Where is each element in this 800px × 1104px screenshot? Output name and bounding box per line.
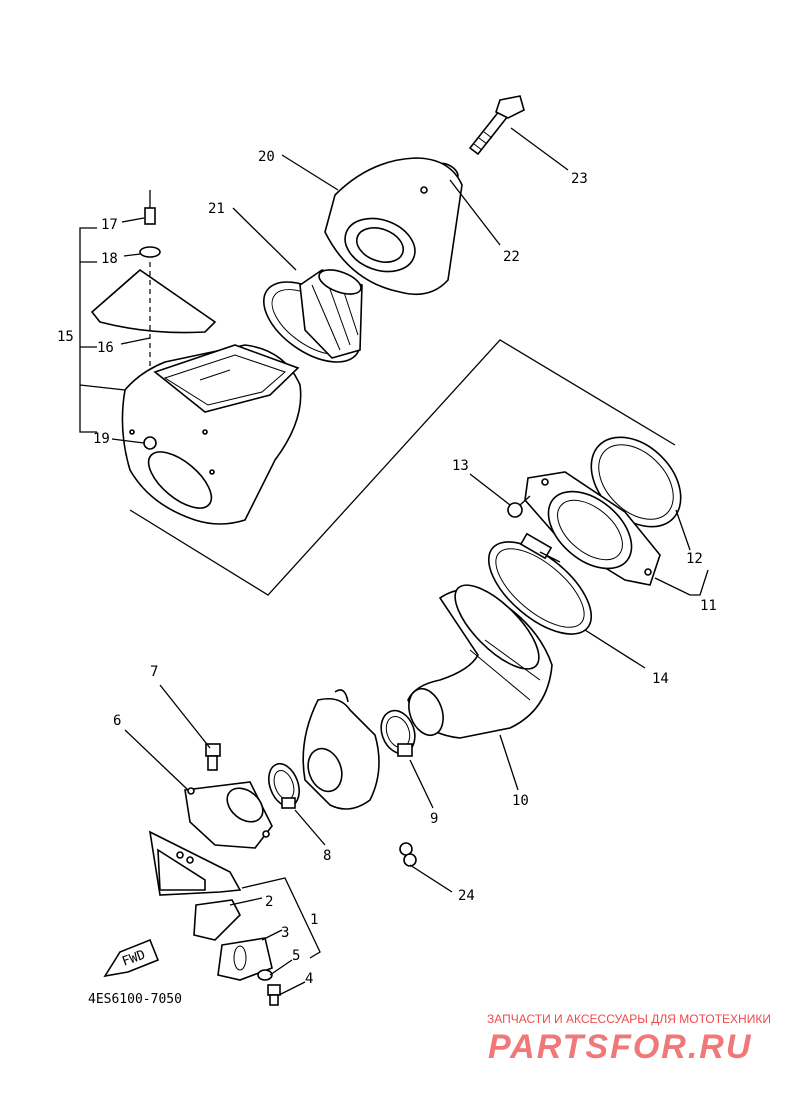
diagram-code: 4ES6100-7050 bbox=[88, 992, 182, 1007]
assembly-guide-line bbox=[129, 339, 676, 596]
watermark: ЗАПЧАСТИ И АКСЕССУАРЫ ДЛЯ МОТОТЕХНИКИ PA… bbox=[487, 1012, 771, 1066]
part-23-bolt bbox=[468, 95, 525, 156]
callout-18: 18 bbox=[101, 251, 118, 267]
leader-lines bbox=[111, 127, 709, 996]
part-24-clip bbox=[399, 842, 417, 867]
callout-24: 24 bbox=[458, 888, 475, 904]
callout-22: 22 bbox=[503, 249, 520, 265]
callout-3: 3 bbox=[281, 925, 289, 941]
callout-12: 12 bbox=[686, 551, 703, 567]
callout-5: 5 bbox=[292, 948, 300, 964]
part-14-band-clamp bbox=[487, 532, 593, 635]
fwd-arrow: FWD bbox=[103, 938, 160, 978]
part-18-washer bbox=[139, 246, 161, 258]
part-13-screw bbox=[507, 495, 531, 518]
callout-15: 15 bbox=[57, 329, 74, 345]
group-15-bracket bbox=[79, 227, 97, 433]
callout-2: 2 bbox=[265, 894, 273, 910]
part-8-hose-clamp bbox=[268, 762, 300, 809]
part-1-reed-valve bbox=[148, 830, 242, 896]
callout-16: 16 bbox=[97, 340, 114, 356]
callout-7: 7 bbox=[150, 664, 158, 680]
part-3-stopper bbox=[217, 937, 273, 981]
callout-11: 11 bbox=[700, 598, 717, 614]
callout-labels: 1 2 3 4 5 6 7 8 9 10 11 12 13 14 15 16 1… bbox=[57, 149, 717, 987]
callout-23: 23 bbox=[571, 171, 588, 187]
watermark-caption: ЗАПЧАСТИ И АКСЕССУАРЫ ДЛЯ МОТОТЕХНИКИ bbox=[487, 1012, 771, 1026]
part-5-washer bbox=[257, 969, 273, 981]
callout-6: 6 bbox=[113, 713, 121, 729]
callout-17: 17 bbox=[101, 217, 118, 233]
part-7-bolt bbox=[205, 743, 221, 771]
part-10-intake-joint bbox=[407, 584, 553, 739]
part-17-rivet bbox=[144, 190, 156, 225]
part-4-screw bbox=[267, 984, 281, 1006]
part-6-manifold bbox=[184, 781, 273, 849]
callout-13: 13 bbox=[452, 458, 469, 474]
part-15-air-box bbox=[121, 344, 302, 525]
callout-10: 10 bbox=[512, 793, 529, 809]
callout-14: 14 bbox=[652, 671, 669, 687]
callout-1: 1 bbox=[310, 912, 318, 928]
callout-21: 21 bbox=[208, 201, 225, 217]
callout-19: 19 bbox=[93, 431, 110, 447]
callout-9: 9 bbox=[430, 811, 438, 827]
part-2-reed-petal bbox=[193, 899, 241, 941]
part-11-flange bbox=[524, 471, 661, 586]
part-16-plate bbox=[90, 268, 217, 334]
callout-4: 4 bbox=[305, 971, 313, 987]
part-9-hose-clamp bbox=[380, 709, 416, 757]
callout-20: 20 bbox=[258, 149, 275, 165]
watermark-brand: PARTSFOR.RU bbox=[488, 1028, 752, 1066]
callout-8: 8 bbox=[323, 848, 331, 864]
carburetor-outline bbox=[302, 689, 380, 810]
part-20-filter-cap bbox=[324, 157, 463, 296]
part-21-filter-element bbox=[262, 269, 363, 363]
